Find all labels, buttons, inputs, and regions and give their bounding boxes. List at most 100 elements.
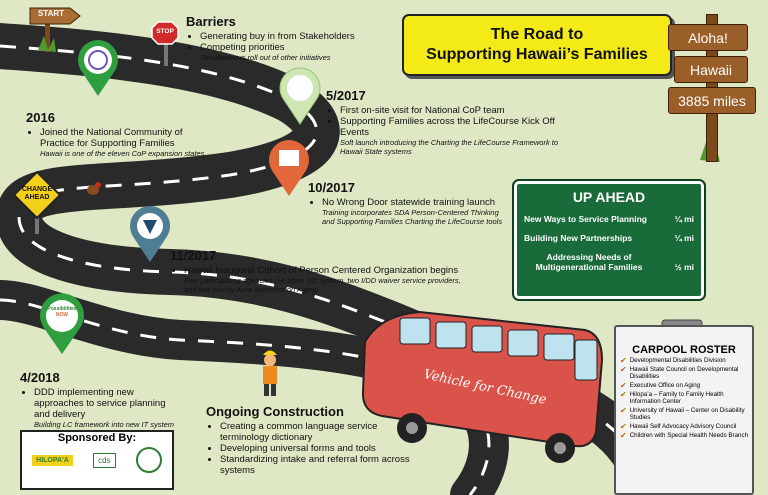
pin-2016 <box>77 40 118 96</box>
seal-logo <box>135 447 162 473</box>
roster-item: ✔University of Hawaii – Center on Disabi… <box>616 406 752 422</box>
roster-item-label: Developmental Disabilities Division <box>629 357 726 364</box>
up-ahead-row: Building New Partnerships ¼ mi <box>517 233 701 243</box>
barriers-note: Simultaneous roll out of other initiativ… <box>200 53 331 62</box>
title-line2: Supporting Hawaii’s Families <box>426 46 648 63</box>
construction-item: Creating a common language service termi… <box>220 421 416 443</box>
sponsor-logos: HILOPA'A cds <box>22 447 172 473</box>
construction-worker-icon <box>263 350 277 396</box>
stop-sign <box>151 21 179 66</box>
bus-vehicle-for-change <box>361 310 604 463</box>
up-ahead-sign: UP AHEAD New Ways to Service Planning ¼ m… <box>512 179 706 301</box>
milestone-5-2017-item: Supporting Families across the LifeCours… <box>340 116 570 138</box>
change-ahead-sign <box>12 170 62 234</box>
milestone-2016: 2016 Joined the National Community of Pr… <box>26 110 206 158</box>
change-ahead-line1: CHANGE <box>21 186 53 193</box>
roster-item: ✔Executive Office on Aging <box>616 381 752 390</box>
milestone-5-2017-heading: 5/2017 <box>326 88 366 103</box>
milestone-5-2017: 5/2017 First on-site visit for National … <box>326 88 570 156</box>
milestone-10-2017: 10/2017 No Wrong Door statewide training… <box>308 180 508 226</box>
milestone-4-2018-item: DDD implementing new approaches to servi… <box>34 387 180 420</box>
barriers-section: Barriers Generating buy in from Stakehol… <box>186 14 386 62</box>
start-sign-label: START <box>37 9 65 18</box>
road-lower-center-line <box>0 298 491 495</box>
milestone-10-2017-note: Training incorporates SDA Person-Centere… <box>322 208 503 226</box>
carpool-roster: CARPOOL ROSTER ✔Developmental Disabiliti… <box>614 325 754 495</box>
milestone-4-2018-note: Building LC framework into new IT system <box>34 420 175 429</box>
milestone-10-2017-heading: 10/2017 <box>308 180 355 195</box>
up-ahead-row-distance: ¼ mi <box>674 233 694 243</box>
check-icon: ✔ <box>620 390 627 399</box>
roster-item: ✔Children with Special Health Needs Bran… <box>616 431 752 440</box>
signpost-aloha: Aloha! <box>668 24 748 51</box>
barriers-item: Competing priorities <box>200 42 386 53</box>
check-icon: ✔ <box>620 356 627 365</box>
milestone-11-2017-heading: 11/2017 <box>170 248 217 263</box>
pin-11-2017 <box>130 205 170 262</box>
check-icon: ✔ <box>620 381 627 390</box>
cds-logo: cds <box>93 452 116 468</box>
sponsored-title: Sponsored By: <box>57 432 137 444</box>
check-icon: ✔ <box>620 365 627 374</box>
roster-item: ✔Developmental Disabilities Division <box>616 356 752 365</box>
title-line1: The Road to <box>490 26 584 43</box>
milestone-11-2017-note: Five participating agencies (HI State DD… <box>184 276 461 294</box>
check-icon: ✔ <box>620 422 627 431</box>
milestone-4-2018: 4/2018 DDD implementing new approaches t… <box>20 370 180 429</box>
barriers-heading: Barriers <box>186 14 236 29</box>
possibilities-logo-line1: Possibilities <box>47 306 77 312</box>
roster-item: ✔Hilopa’a – Family to Family Health Info… <box>616 390 752 406</box>
up-ahead-row-label: Addressing Needs of Multigenerational Fa… <box>535 252 643 272</box>
possibilities-logo-line2: NOW <box>55 312 69 318</box>
construction-heading: Ongoing Construction <box>206 404 344 419</box>
start-sign <box>29 7 81 52</box>
milestone-2016-item: Joined the National Community of Practic… <box>40 127 206 149</box>
roster-list: ✔Developmental Disabilities Division ✔Ha… <box>616 356 752 440</box>
roster-title: CARPOOL ROSTER <box>632 344 736 356</box>
roster-item-label: Hawaii State Council on Developmental Di… <box>629 366 739 380</box>
roster-item: ✔Hawaii State Council on Developmental D… <box>616 365 752 381</box>
sponsored-box: Sponsored By: HILOPA'A cds <box>20 430 174 490</box>
hilopaa-logo: HILOPA'A <box>32 454 73 466</box>
barriers-item: Generating buy in from Stakeholders <box>200 31 386 42</box>
milestone-10-2017-item: No Wrong Door statewide training launch <box>322 197 508 208</box>
up-ahead-row-distance: ¼ mi <box>674 214 694 224</box>
up-ahead-row-label: Building New Partnerships <box>524 233 633 243</box>
milestone-5-2017-note: Soft launch introducing the Charting the… <box>340 138 559 156</box>
milestone-2016-heading: 2016 <box>26 110 55 125</box>
milestone-11-2017: 11/2017 Hawaii Inaugural Cohort of Perso… <box>170 248 470 294</box>
construction-section: Ongoing Construction Creating a common l… <box>206 404 416 476</box>
chicken-icon <box>87 182 101 195</box>
stop-sign-label: STOP <box>156 28 174 35</box>
roster-item-label: Children with Special Health Needs Branc… <box>629 432 749 439</box>
roster-item-label: Hilopa’a – Family to Family Health Infor… <box>629 391 724 405</box>
pin-5-2017 <box>279 67 321 125</box>
milestone-11-2017-item: Hawaii Inaugural Cohort of Person Center… <box>184 265 470 276</box>
milestone-2016-note: Hawaii is one of the eleven CoP expansio… <box>40 149 205 158</box>
pin-4-2018 <box>40 293 85 354</box>
check-icon: ✔ <box>620 406 627 415</box>
title-box: The Road to Supporting Hawaii’s Families <box>402 14 672 76</box>
pin-10-2017 <box>269 140 310 196</box>
construction-item: Standardizing intake and referral form a… <box>220 454 416 476</box>
up-ahead-row: Addressing Needs of Multigenerational Fa… <box>517 252 701 272</box>
construction-item: Developing universal forms and tools <box>220 443 416 454</box>
roster-item-label: Hawaii Self Advocacy Advisory Council <box>629 423 737 430</box>
signpost-miles: 3885 miles <box>668 87 756 114</box>
up-ahead-row: New Ways to Service Planning ¼ mi <box>517 214 701 224</box>
check-icon: ✔ <box>620 431 627 440</box>
up-ahead-row-label: New Ways to Service Planning <box>524 214 647 224</box>
up-ahead-row-distance: ½ mi <box>674 262 694 272</box>
up-ahead-title: UP AHEAD <box>572 189 646 205</box>
roster-item-label: University of Hawaii – Center on Disabil… <box>629 407 745 421</box>
roster-item: ✔Hawaii Self Advocacy Advisory Council <box>616 422 752 431</box>
change-ahead-line2: AHEAD <box>24 194 50 201</box>
milestone-4-2018-heading: 4/2018 <box>20 370 60 385</box>
change-ahead-label: CHANGE AHEAD <box>17 186 57 202</box>
roster-item-label: Executive Office on Aging <box>629 382 701 389</box>
milestone-5-2017-item: First on-site visit for National CoP tea… <box>340 105 570 116</box>
possibilities-now-logo: Possibilities NOW <box>46 306 78 318</box>
signpost-hawaii: Hawaii <box>674 56 748 83</box>
